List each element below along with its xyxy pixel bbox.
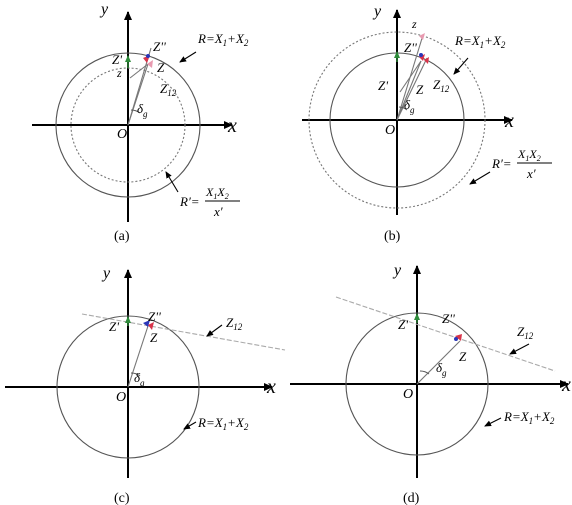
segment-Z12 bbox=[129, 63, 149, 79]
y-label: y bbox=[392, 262, 402, 279]
z-prime-label: Z' bbox=[378, 78, 388, 93]
formula-Rp-num: X1X2 bbox=[517, 147, 541, 163]
marker-pink bbox=[419, 33, 425, 40]
panel-label-b: (b) bbox=[384, 229, 401, 244]
panel-label-d: (d) bbox=[403, 491, 420, 505]
circle-R bbox=[55, 52, 201, 198]
angle-arc bbox=[130, 109, 141, 114]
ray-Z-dbl bbox=[396, 57, 428, 121]
line-Z12 bbox=[335, 296, 556, 372]
leader-Rp bbox=[469, 171, 491, 185]
origin-label: O bbox=[116, 390, 126, 405]
panel-a: x y O Z' Z'' Z z Z12 δg R=X1+X2 R′= X1X2… bbox=[32, 1, 249, 244]
x-label: x bbox=[504, 110, 514, 132]
leader-R bbox=[453, 57, 469, 75]
panel-label-a: (a) bbox=[114, 229, 130, 244]
origin-label: O bbox=[385, 123, 395, 138]
marker-pink bbox=[147, 60, 153, 68]
z12-label: Z12 bbox=[517, 324, 534, 341]
marker-red-2 bbox=[424, 57, 429, 64]
z-label: Z bbox=[150, 330, 158, 345]
angle-arc bbox=[398, 106, 408, 111]
z-dbl-label: Z'' bbox=[404, 40, 417, 55]
z-dbl-label: Z'' bbox=[148, 309, 161, 324]
marker-blue bbox=[146, 54, 150, 58]
formula-Rp-num: X1X2 bbox=[205, 185, 229, 201]
ray-Z bbox=[416, 340, 461, 385]
leader-R bbox=[484, 417, 502, 427]
z-small-label: z bbox=[411, 17, 417, 31]
ray-Z bbox=[396, 60, 422, 121]
z12-label: Z12 bbox=[433, 77, 450, 94]
z-label: Z bbox=[157, 60, 165, 75]
z12-label: Z12 bbox=[226, 315, 243, 332]
formula-R: R=X1+X2 bbox=[503, 409, 555, 426]
leader-R bbox=[183, 421, 197, 430]
marker-blue bbox=[454, 337, 458, 341]
x-label: x bbox=[266, 376, 276, 398]
z-prime-label: Z' bbox=[109, 319, 119, 334]
z-prime-label: Z' bbox=[112, 52, 122, 67]
z-label: Z bbox=[459, 349, 467, 364]
formula-R: R=X1+X2 bbox=[197, 31, 249, 48]
line-Z12 bbox=[81, 313, 286, 351]
formula-Rp-lhs: R′= bbox=[491, 156, 512, 171]
angle-arc bbox=[130, 372, 141, 377]
x-label: x bbox=[561, 374, 571, 396]
z-label: Z bbox=[416, 82, 424, 97]
formula-R: R=X1+X2 bbox=[197, 415, 249, 432]
y-label: y bbox=[99, 1, 109, 18]
ray-Z bbox=[127, 325, 149, 388]
marker-red bbox=[419, 54, 425, 61]
angle-arc bbox=[419, 370, 430, 375]
z-small-label: z bbox=[116, 66, 122, 80]
marker-red bbox=[148, 322, 154, 330]
formula-R: R=X1+X2 bbox=[454, 33, 506, 50]
delta-label: δg bbox=[436, 360, 447, 378]
formula-Rp-den: x′ bbox=[526, 166, 536, 181]
marker-blue bbox=[419, 53, 423, 57]
circle-R-prime bbox=[308, 31, 486, 209]
segment-Z12 bbox=[399, 60, 422, 93]
delta-label: δg bbox=[134, 370, 145, 388]
panel-b: x y O z Z'' Z' Z Z12 δg R=X1+X2 R′= X1X2… bbox=[302, 3, 552, 244]
delta-label: δg bbox=[137, 101, 148, 119]
leader-R bbox=[179, 51, 197, 63]
delta-label: δg bbox=[404, 97, 415, 115]
leader-Rp bbox=[165, 171, 179, 193]
z12-label: Z12 bbox=[160, 81, 177, 98]
marker-red bbox=[455, 334, 462, 341]
y-label: y bbox=[101, 265, 111, 282]
z-dbl-label: Z'' bbox=[153, 39, 166, 54]
z-dbl-label: Z'' bbox=[442, 311, 455, 326]
origin-label: O bbox=[403, 387, 413, 402]
panel-d: x y O Z' Z'' Z δg Z12 R=X1+X2 (d) bbox=[290, 262, 571, 505]
origin-label: O bbox=[117, 127, 127, 142]
z-prime-label: Z' bbox=[398, 317, 408, 332]
panel-label-c: (c) bbox=[114, 491, 130, 505]
leader-Z12 bbox=[206, 324, 223, 337]
x-label: x bbox=[227, 115, 237, 137]
formula-Rp-den: x′ bbox=[213, 204, 223, 219]
leader-Z12 bbox=[509, 343, 530, 355]
y-label: y bbox=[372, 3, 382, 20]
panel-c: x y O Z' Z'' Z δg Z12 R=X1+X2 (c) bbox=[5, 265, 286, 505]
formula-Rp-lhs: R′= bbox=[179, 194, 200, 209]
